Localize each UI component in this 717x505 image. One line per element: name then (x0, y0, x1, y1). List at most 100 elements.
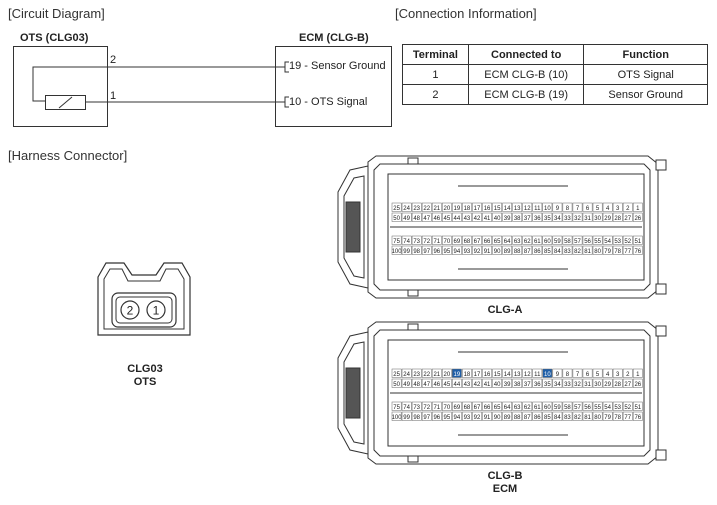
clgb-pin-cell (462, 368, 472, 378)
clgb-pin-label: 87 (524, 415, 531, 421)
clgb-pin-label: 46 (433, 382, 440, 388)
clgb-pin-cell (542, 368, 553, 378)
clg03-label: CLG03 OTS (110, 363, 180, 389)
clgb-pin-label: 44 (454, 382, 461, 388)
ots-pin-2-label: 2 (110, 54, 117, 66)
clga-pin-cell (572, 235, 583, 245)
clgb-pin-cell (421, 411, 432, 421)
clgb-pin-label: 12 (524, 372, 531, 378)
clga-pin-label: 63 (514, 239, 521, 245)
clgb-pin-cell (462, 411, 472, 421)
clga-pin-cell (622, 212, 633, 222)
clgb-pin-cell (391, 368, 402, 378)
clga-pin-cell (482, 212, 492, 222)
clga-pin-label: 91 (484, 249, 491, 255)
clgb-pin-label: 32 (574, 382, 581, 388)
clga-pin-cell (492, 202, 502, 212)
clga-pin-cell (431, 245, 442, 255)
clga-pin-cell (612, 245, 623, 255)
clgb-pin-label: 88 (514, 415, 521, 421)
clgb-pin-cell (452, 378, 462, 388)
clg03-connector-drawing: 2 1 (97, 262, 191, 336)
clga-pin-label: 70 (444, 239, 451, 245)
clga-pin-cell (391, 202, 402, 212)
clgb-pin-label: 34 (554, 382, 561, 388)
clgb-pin-label: 61 (534, 405, 541, 411)
clg03-pin-1-text: 1 (153, 304, 160, 318)
clgb-pin-cell (592, 411, 603, 421)
clgb-pin-cell (602, 411, 613, 421)
clga-pin-cell (512, 245, 523, 255)
clgb-pin-cell (411, 368, 422, 378)
clgb-pin-cell (552, 401, 563, 411)
clgb-pin-cell (482, 411, 492, 421)
clga-pin-label: 44 (454, 216, 461, 222)
clga-pin-label: 33 (564, 216, 571, 222)
clgb-pin-label: 16 (484, 372, 491, 378)
clgb-pin-cell (421, 401, 432, 411)
clga-pin-label: 22 (423, 206, 430, 212)
clga-pin-label: 40 (494, 216, 501, 222)
clga-pin-cell (592, 202, 603, 212)
clga-pin-label: 84 (554, 249, 561, 255)
table-cell: 2 (402, 84, 469, 105)
clgb-pin-label: 82 (574, 415, 581, 421)
clgb-pin-cell (582, 368, 593, 378)
clga-pin-label: 50 (393, 216, 400, 222)
clga-pin-cell (411, 245, 422, 255)
clga-pin-label: 2 (626, 206, 630, 212)
clgb-pin-cell (431, 368, 442, 378)
clgb-pin-label: 33 (564, 382, 571, 388)
clgb-pin-label: 51 (634, 405, 641, 411)
table-header-row: Terminal Connected to Function (402, 44, 708, 65)
clgb-label-line1: CLG-B (487, 470, 523, 482)
clgb-pin-label: 28 (614, 382, 621, 388)
clga-pin-cell (442, 212, 452, 222)
clgb-pin-cell (612, 411, 623, 421)
clga-pin-cell (452, 245, 462, 255)
clga-pin-cell (462, 212, 472, 222)
clga-pin-label: 86 (534, 249, 541, 255)
clga-pin-label: 99 (403, 249, 410, 255)
clga-pin-cell (472, 212, 482, 222)
clga-pin-cell (572, 202, 583, 212)
clga-pin-label: 32 (574, 216, 581, 222)
clgb-pin-label: 95 (444, 415, 451, 421)
clga-pin-label: 16 (484, 206, 491, 212)
clgb-pin-label: 24 (403, 372, 410, 378)
clga-pin-label: 11 (534, 206, 541, 212)
clgb-pin-cell (442, 368, 452, 378)
clgb-pin-cell (411, 378, 422, 388)
clgb-pin-label: 11 (534, 372, 541, 378)
clgb-pin-cell (502, 411, 513, 421)
clgb-pin-label: 19 (454, 372, 461, 378)
clga-pin-label: 94 (454, 249, 461, 255)
clgb-pin-cell (612, 378, 623, 388)
clgb-pin-cell (612, 368, 623, 378)
clga-pin-cell (452, 202, 462, 212)
clgb-pin-label: 86 (534, 415, 541, 421)
clgb-pin-label: 62 (524, 405, 531, 411)
clgb-pin-cell (512, 401, 523, 411)
clgb-pin-cell (442, 411, 452, 421)
clga-pin-cell (431, 235, 442, 245)
clga-pin-cell (622, 235, 633, 245)
clga-pin-label: 83 (564, 249, 571, 255)
clgb-pin-cell (442, 378, 452, 388)
table-cell: OTS Signal (583, 64, 708, 85)
clgb-pin-cell (572, 368, 583, 378)
clgb-pin-cell (632, 368, 643, 378)
clgb-pin-label: 98 (413, 415, 420, 421)
clgb-pin-label: 58 (564, 405, 571, 411)
clgb-pin-cell (592, 378, 603, 388)
clga-pin-label: 80 (594, 249, 601, 255)
clgb-pin-cell (391, 411, 402, 421)
clgb-pin-label: 89 (504, 415, 511, 421)
clgb-pin-label: 75 (393, 405, 400, 411)
clga-pin-label: 4 (606, 206, 610, 212)
clgb-pin-cell (502, 378, 513, 388)
clgb-pin-label: 52 (624, 405, 631, 411)
clga-pin-cell (512, 202, 523, 212)
clgb-pin-label: 23 (413, 372, 420, 378)
